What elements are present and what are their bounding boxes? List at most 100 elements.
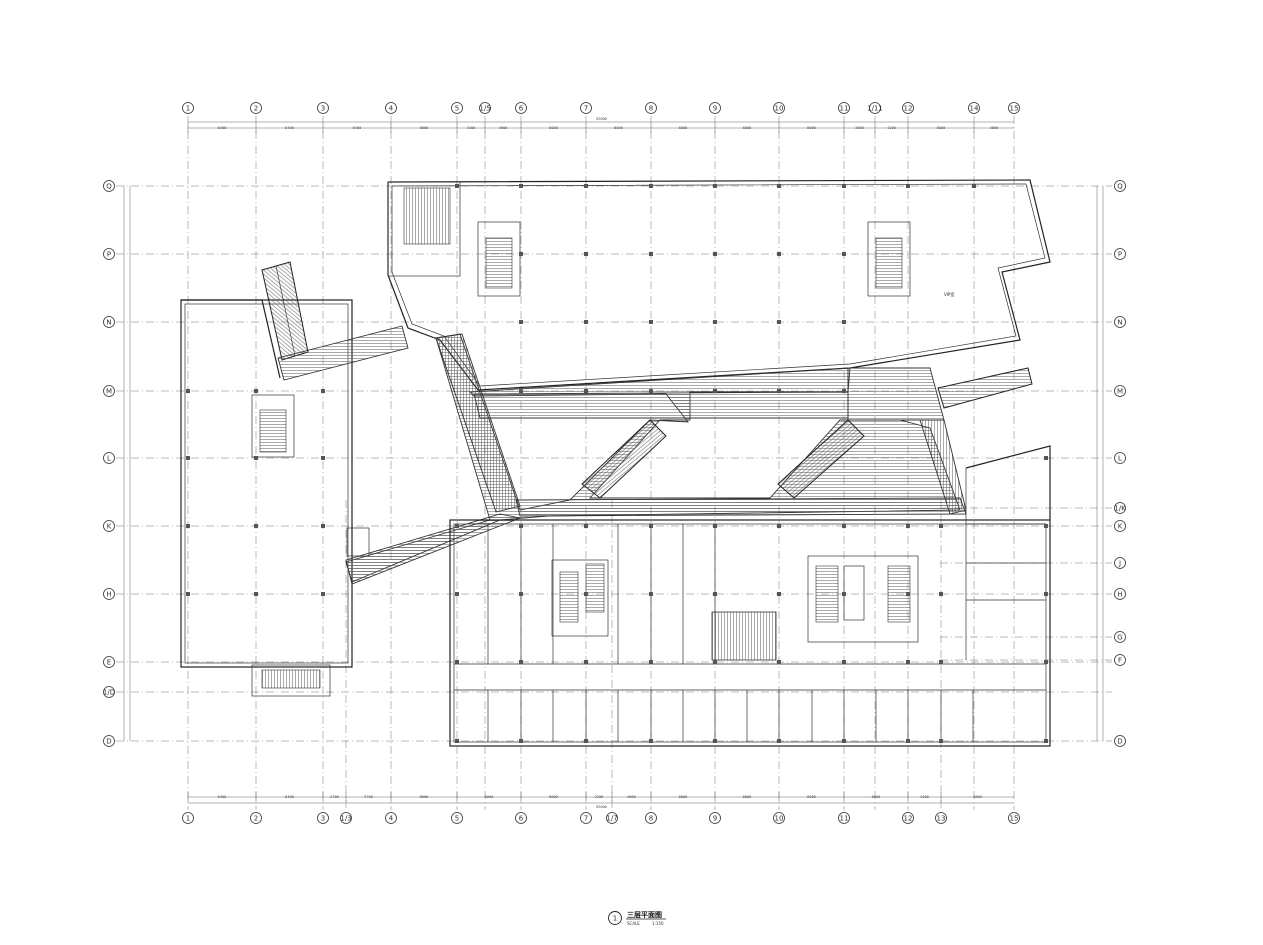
axis-right-bubble xyxy=(1114,502,1126,514)
axis-left-label: E xyxy=(107,658,111,666)
axis-right-bubble xyxy=(1114,385,1126,397)
dimension-value: 8000 xyxy=(743,126,752,130)
axis-bottom-label: 13 xyxy=(937,814,946,822)
drawing-title-text: 三层平面图 xyxy=(627,910,662,919)
axis-bottom-label: 12 xyxy=(904,814,913,822)
axis-top-label: 7 xyxy=(584,104,588,112)
axis-bottom-label: 3 xyxy=(321,814,325,822)
structural-columns xyxy=(186,184,1048,743)
dimension-value: 4800 xyxy=(990,126,999,130)
axis-right-bubble xyxy=(1114,316,1126,328)
axis-top-bubble xyxy=(645,102,657,114)
axis-bottom-label: 1/7 xyxy=(606,814,617,822)
dimension-value: 8000 xyxy=(485,795,494,799)
dimension-value: 8000 xyxy=(807,795,816,799)
axis-top-bubble xyxy=(479,102,491,114)
axis-right-label: D xyxy=(1117,737,1122,745)
dimension-value: 8000 xyxy=(937,126,946,130)
axis-right-label: F xyxy=(1118,656,1122,664)
axis-top-label: 2 xyxy=(254,104,258,112)
axis-left-label: P xyxy=(107,250,111,258)
axis-left-bubble xyxy=(103,686,115,698)
axis-left-label: D xyxy=(106,737,111,745)
axis-top-label: 6 xyxy=(519,104,524,112)
axis-top-bubble xyxy=(385,102,397,114)
axis-left-label: M xyxy=(106,387,112,395)
axis-top-bubble xyxy=(580,102,592,114)
dimension-value: 8000 xyxy=(743,795,752,799)
dimension-value: 8400 xyxy=(218,126,227,130)
axis-bottom-bubble xyxy=(182,812,194,824)
drawing-title: 1 三层平面图 SCALE 1:150 xyxy=(608,910,666,926)
axis-bottom-bubble xyxy=(451,812,463,824)
axis-top-bubble xyxy=(869,102,881,114)
axis-left-label: 1/D xyxy=(103,688,115,696)
axis-right-bubble xyxy=(1114,654,1126,666)
axis-right-bubble xyxy=(1114,631,1126,643)
axis-top-label: 14 xyxy=(970,104,979,112)
axis-top-bubble xyxy=(902,102,914,114)
axis-left-label: N xyxy=(106,318,111,326)
axis-bottom-bubble xyxy=(340,812,352,824)
dimension-value: 4200 xyxy=(920,795,929,799)
axis-bottom-label: 10 xyxy=(775,814,784,822)
dimension-value: 8400 xyxy=(285,126,294,130)
axis-bottom-label: 5 xyxy=(455,814,459,822)
dimension-value: 8000 xyxy=(807,126,816,130)
dimension-value: 8000 xyxy=(614,126,623,130)
west-bridge xyxy=(277,325,409,381)
north-block: VIP室 xyxy=(387,179,1051,391)
axis-bottom-bubble xyxy=(385,812,397,824)
axis-left-label: Q xyxy=(106,182,112,190)
axis-right-label: K xyxy=(1118,522,1123,530)
axis-right-label: L xyxy=(1118,454,1122,462)
dimension-value: 8000 xyxy=(679,126,688,130)
axis-top-label: 1/11 xyxy=(867,104,883,112)
axis-bottom-label: 11 xyxy=(840,814,849,822)
axis-bottom-bubble xyxy=(709,812,721,824)
axis-left-bubble xyxy=(103,248,115,260)
west-escalator xyxy=(261,261,309,361)
axis-right-label: 1/K xyxy=(1114,504,1126,512)
axis-top-label: 1 xyxy=(186,104,190,112)
axis-left-bubble xyxy=(103,520,115,532)
axis-right-label: M xyxy=(1117,387,1123,395)
vip-label: VIP室 xyxy=(944,291,954,297)
axis-top-bubble xyxy=(317,102,329,114)
dimension-value: 4800 xyxy=(627,795,636,799)
axis-bottom-label: 9 xyxy=(713,814,717,822)
axis-top-label: 1/5 xyxy=(479,104,490,112)
axis-left-bubble xyxy=(103,452,115,464)
axis-bottom-label: 2 xyxy=(254,814,258,822)
axis-right-bubble xyxy=(1114,452,1126,464)
axis-top-bubble xyxy=(250,102,262,114)
axis-top-label: 3 xyxy=(321,104,325,112)
scale-value: 1:150 xyxy=(652,921,664,926)
axis-bottom-label: 8 xyxy=(649,814,653,822)
axis-right-bubble xyxy=(1114,248,1126,260)
axis-top-bubble xyxy=(451,102,463,114)
mid-escalators xyxy=(581,419,865,499)
axis-right-bubble xyxy=(1114,520,1126,532)
dimension-value: 3800 xyxy=(855,126,864,130)
axis-bottom-bubble xyxy=(1008,812,1020,824)
axis-left-label: K xyxy=(107,522,112,530)
axis-top-bubble xyxy=(709,102,721,114)
dimension-value: 8400 xyxy=(218,795,227,799)
axis-bottom-bubble xyxy=(317,812,329,824)
axis-right-label: H xyxy=(1117,590,1122,598)
axis-bottom-bubble xyxy=(935,812,947,824)
axis-left-bubble xyxy=(103,385,115,397)
dimension-value: 3400 xyxy=(467,126,476,130)
west-block xyxy=(180,299,370,697)
axis-bottom-bubble xyxy=(773,812,785,824)
axis-top-label: 5 xyxy=(455,104,459,112)
axis-top-bubble xyxy=(1008,102,1020,114)
axis-bottom-label: 4 xyxy=(389,814,394,822)
axis-right-label: N xyxy=(1117,318,1122,326)
axis-top-label: 11 xyxy=(840,104,849,112)
